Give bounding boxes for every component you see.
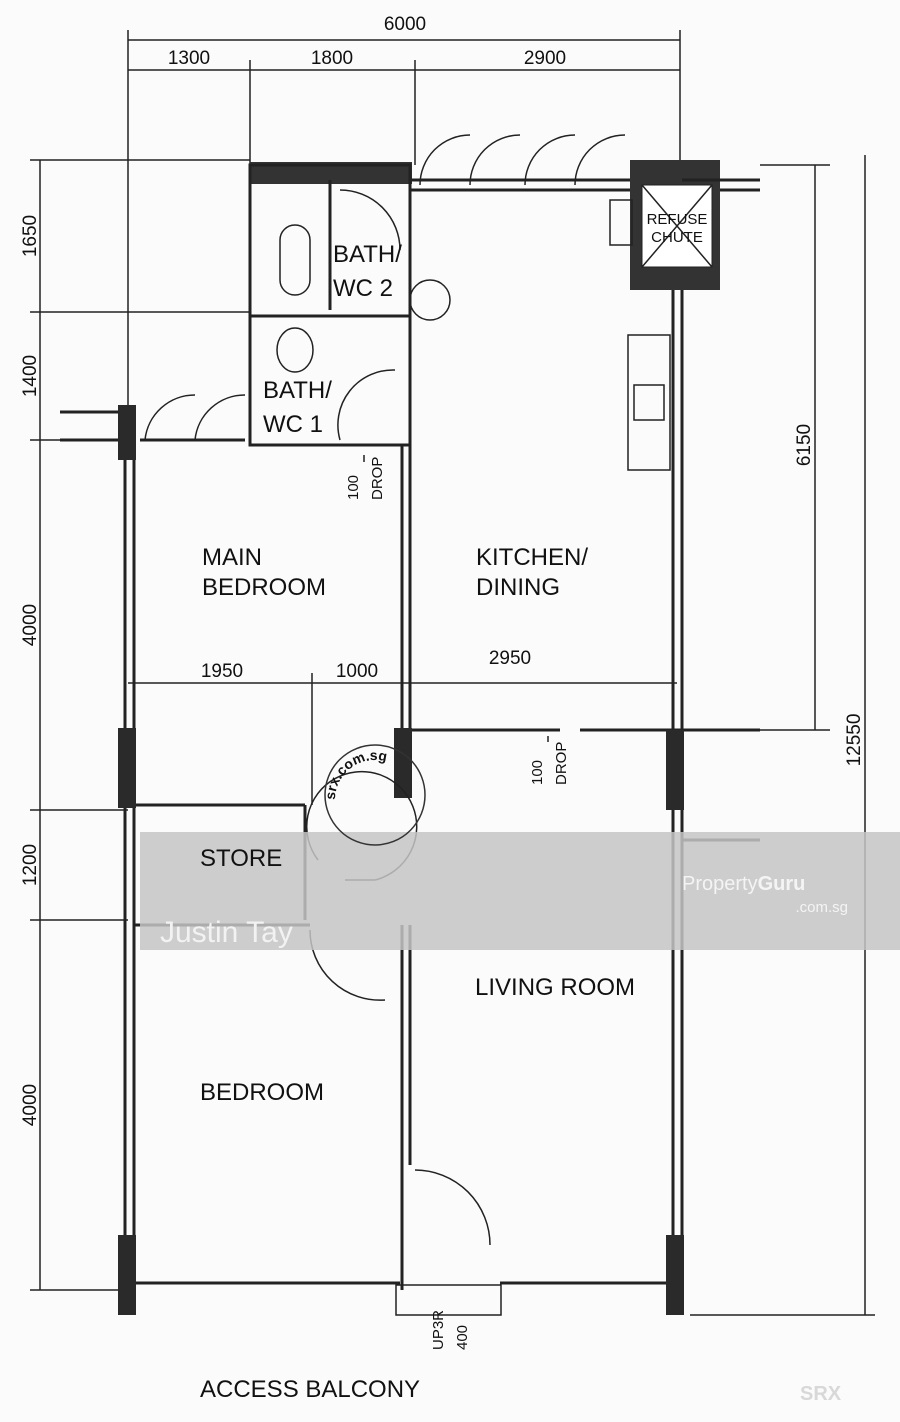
main-bedroom-label-2: BEDROOM [202, 574, 326, 601]
srx-watermark: SRX [800, 1383, 842, 1405]
watermark-band [140, 832, 900, 950]
bath2-label: BATH/ [333, 241, 402, 268]
dim-mid-3: 2950 [489, 648, 531, 669]
srx-watermark-pattern: SRX [800, 1383, 842, 1405]
refuse-chute-label-2: CHUTE [651, 229, 703, 246]
dim-left-4: 1200 [20, 844, 41, 886]
drop-note-2b: DROP [553, 742, 570, 785]
bath2-label-2: WC 2 [333, 275, 393, 302]
credit-watermark: Justin Tay [160, 916, 293, 949]
kitchen-label-2: DINING [476, 574, 560, 601]
bath1-label: BATH/ [263, 377, 332, 404]
walls [60, 160, 760, 1316]
room-labels: BATH/ WC 2 BATH/ WC 1 REFUSE CHUTE MAIN … [200, 211, 707, 1403]
store-label: STORE [200, 845, 282, 872]
dimension-labels: 6000 1300 1800 2900 1650 1400 4000 1200 … [20, 14, 865, 1126]
dim-top-total: 6000 [384, 14, 426, 35]
drop-note-1b: DROP [369, 457, 386, 500]
drop-note-2: 100 [529, 760, 546, 785]
propertyguru-logo: PropertyGuru [682, 873, 805, 895]
refuse-chute-label: REFUSE [647, 211, 708, 228]
dim-left-1: 1650 [20, 215, 41, 257]
stairs-note-2: 400 [454, 1325, 471, 1350]
doors-and-fixtures [144, 134, 626, 1246]
dimension-lines [30, 30, 875, 1316]
dim-mid-2: 1000 [336, 661, 378, 682]
dim-mid-1: 1950 [201, 661, 243, 682]
notes: 100 DROP 100 DROP UP3R 400 [345, 457, 570, 1350]
main-bedroom-label: MAIN [202, 544, 262, 571]
dim-left-3: 4000 [20, 604, 41, 646]
dim-top-3: 2900 [524, 48, 566, 69]
drop-note-1: 100 [345, 475, 362, 500]
bedroom-label: BEDROOM [200, 1079, 324, 1106]
dim-left-5: 4000 [20, 1084, 41, 1126]
dim-right-partial: 6150 [794, 424, 815, 466]
srx-stamp [324, 744, 426, 846]
living-room-label: LIVING ROOM [475, 974, 635, 1001]
dim-top-2: 1800 [311, 48, 353, 69]
dim-top-1: 1300 [168, 48, 210, 69]
dim-right-total: 12550 [844, 714, 865, 767]
kitchen-label: KITCHEN/ [476, 544, 588, 571]
stairs-note: UP3R [430, 1310, 447, 1350]
propertyguru-domain: .com.sg [795, 899, 848, 916]
dim-left-2: 1400 [20, 355, 41, 397]
bath1-label-2: WC 1 [263, 411, 323, 438]
access-balcony-label: ACCESS BALCONY [200, 1376, 420, 1403]
